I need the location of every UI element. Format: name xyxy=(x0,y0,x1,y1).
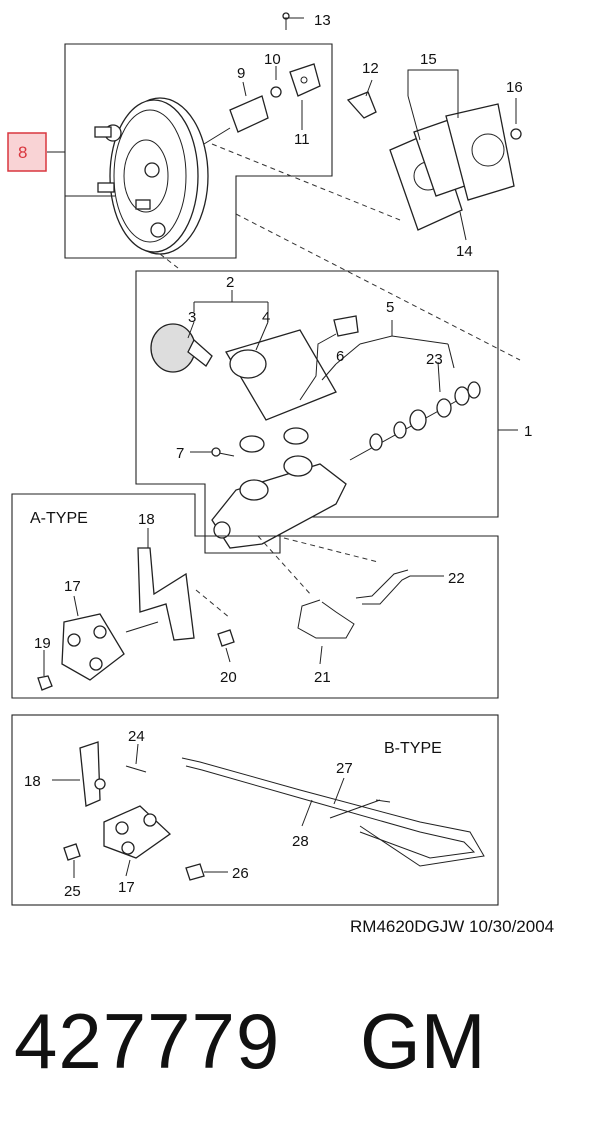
callout-13[interactable]: 13 xyxy=(314,12,331,29)
highlight-box-8[interactable] xyxy=(7,132,47,172)
master-cylinder-group xyxy=(135,270,499,554)
callout-1[interactable]: 1 xyxy=(524,423,532,440)
part-number: 427779 xyxy=(14,997,281,1085)
section-label-b-type: B-TYPE xyxy=(384,740,442,757)
brand-label: GM xyxy=(360,997,486,1085)
callout-11[interactable]: 11 xyxy=(294,131,310,148)
callout-9[interactable]: 9 xyxy=(237,65,245,82)
callout-26[interactable]: 26 xyxy=(232,865,249,882)
callout-5[interactable]: 5 xyxy=(386,299,394,316)
callout-16[interactable]: 16 xyxy=(506,79,523,96)
callout-18a[interactable]: 18 xyxy=(138,511,155,528)
callout-28[interactable]: 28 xyxy=(292,833,309,850)
callout-4[interactable]: 4 xyxy=(262,309,270,326)
callout-17a[interactable]: 17 xyxy=(64,578,81,595)
callout-12[interactable]: 12 xyxy=(362,60,379,77)
callout-7[interactable]: 7 xyxy=(176,445,184,462)
diagram-reference-code: RM4620DGJW 10/30/2004 xyxy=(350,917,555,936)
callout-labels: 8 13 10 9 12 11 15 16 14 2 3 4 5 6 23 1 … xyxy=(18,12,532,900)
callout-24[interactable]: 24 xyxy=(128,728,145,745)
callout-10[interactable]: 10 xyxy=(264,51,281,68)
b-type-group xyxy=(11,714,499,906)
callout-21[interactable]: 21 xyxy=(314,669,331,686)
callout-23[interactable]: 23 xyxy=(426,351,443,368)
leader-lines xyxy=(43,17,518,878)
callout-3[interactable]: 3 xyxy=(188,309,196,326)
callout-19[interactable]: 19 xyxy=(34,635,51,652)
booster-group xyxy=(64,12,377,259)
a-type-group xyxy=(11,493,499,699)
callout-15[interactable]: 15 xyxy=(420,51,437,68)
callout-22[interactable]: 22 xyxy=(448,570,465,587)
callout-6[interactable]: 6 xyxy=(336,348,344,365)
callout-17b[interactable]: 17 xyxy=(118,879,135,896)
callout-20[interactable]: 20 xyxy=(220,669,237,686)
callout-2[interactable]: 2 xyxy=(226,274,234,291)
callout-8[interactable]: 8 xyxy=(18,143,27,162)
callout-18b[interactable]: 18 xyxy=(24,773,41,790)
callout-27[interactable]: 27 xyxy=(336,760,353,777)
section-label-a-type: A-TYPE xyxy=(30,510,88,527)
callout-14[interactable]: 14 xyxy=(456,243,473,260)
gasket-group xyxy=(389,103,522,231)
callout-25[interactable]: 25 xyxy=(64,883,81,900)
